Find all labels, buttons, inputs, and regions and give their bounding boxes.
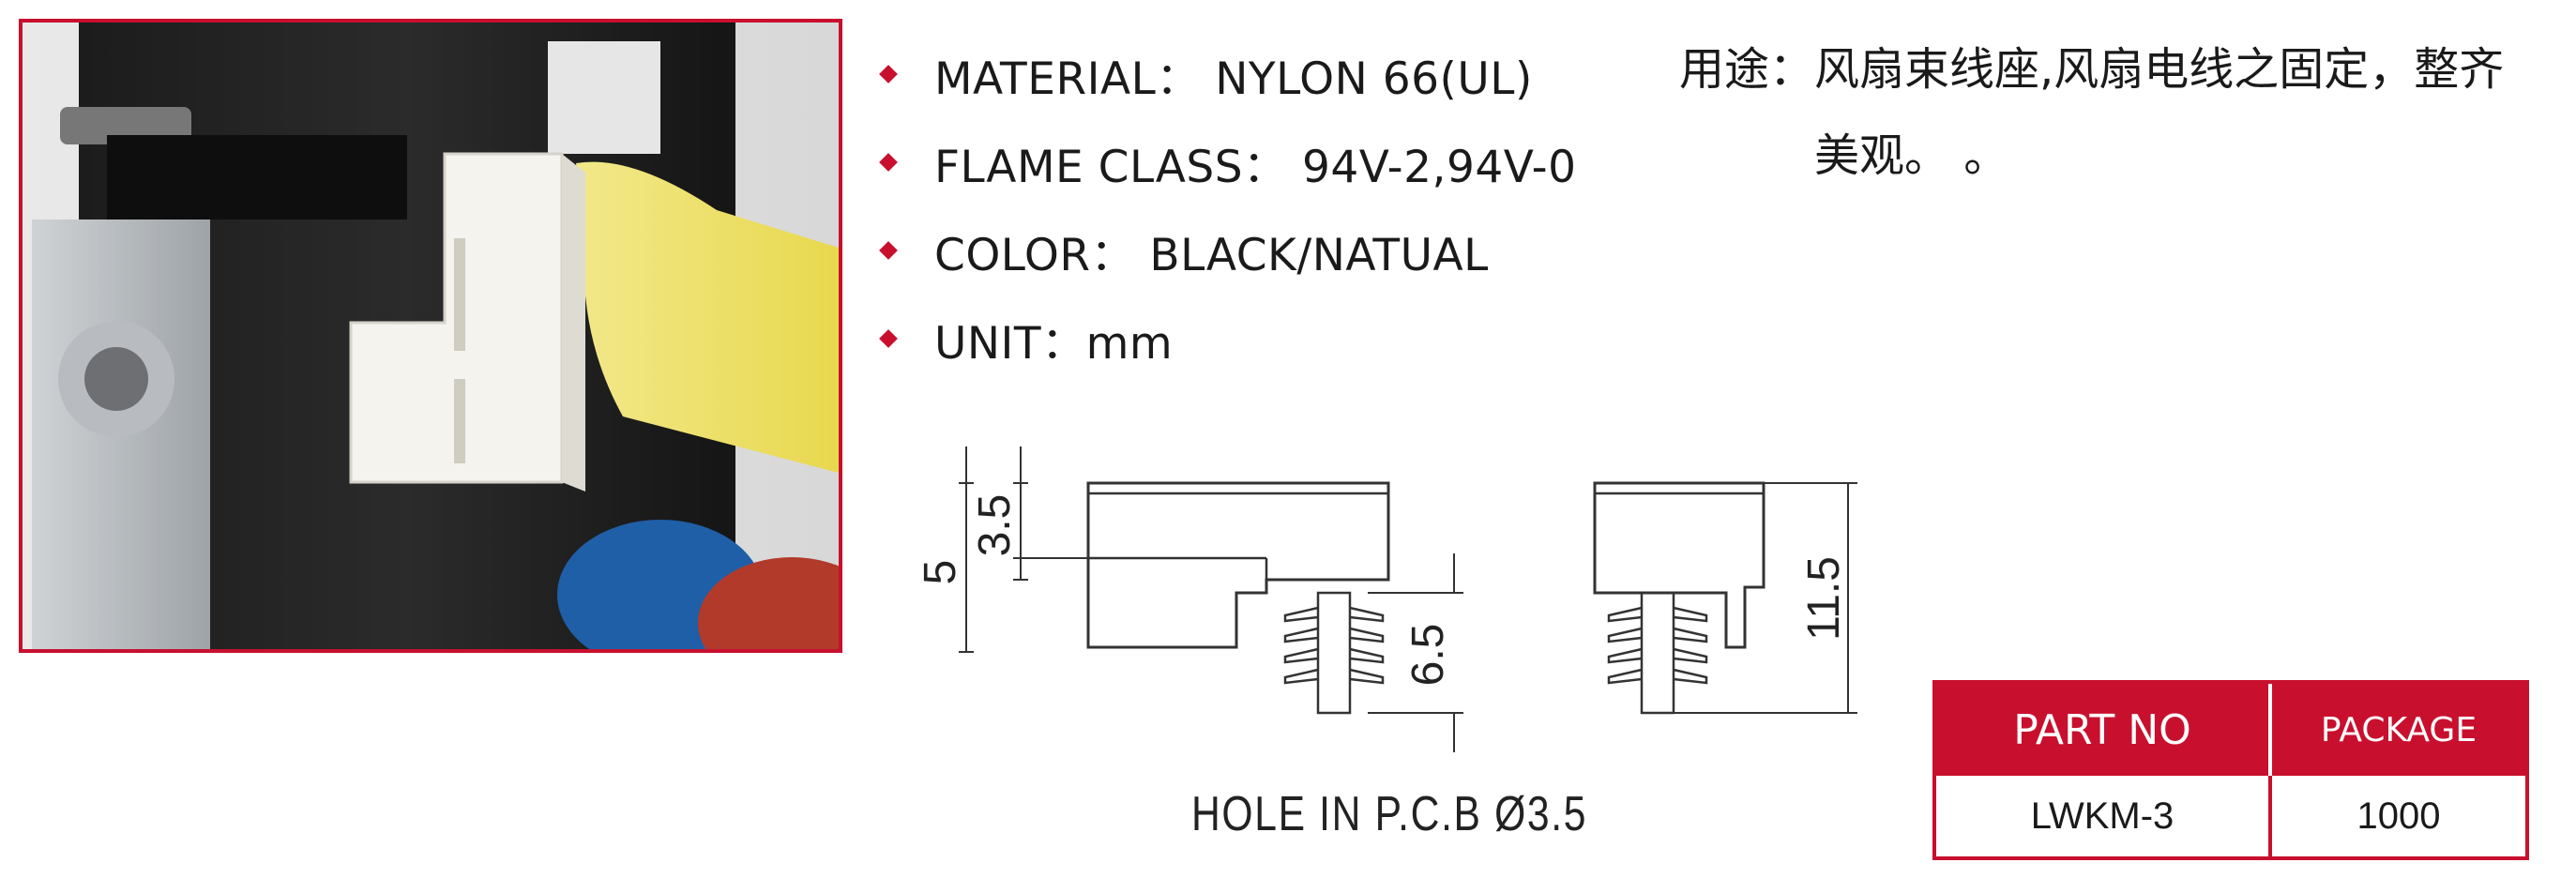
spec-unit: UNIT：mm <box>872 295 1577 383</box>
spec-text: FLAME CLASS： 94V-2,94V-0 <box>934 141 1577 193</box>
product-photo <box>19 19 842 653</box>
spec-text: MATERIAL： NYLON 66(UL) <box>934 53 1533 105</box>
front-view <box>1593 481 1857 715</box>
dim-6-5-label: 6.5 <box>1403 624 1453 687</box>
side-view <box>1086 481 1390 715</box>
technical-drawing-svg: 5 3.5 6.5 11.5 <box>916 446 1857 752</box>
spec-text: UNIT：mm <box>934 317 1174 370</box>
bullet-diamond-icon <box>879 329 898 348</box>
dim-3-5-label: 3.5 <box>970 494 1020 557</box>
table-header-row: PART NO PACKAGE <box>1936 684 2525 776</box>
dimension-lines-left <box>959 446 1463 752</box>
spec-color: COLOR： BLACK/NATUAL <box>872 206 1577 295</box>
spec-flame-class: FLAME CLASS： 94V-2,94V-0 <box>872 118 1577 206</box>
bullet-diamond-icon <box>879 241 898 260</box>
product-photo-illustration <box>23 23 839 649</box>
dim-5-label: 5 <box>916 560 965 585</box>
cell-package: 1000 <box>2356 795 2441 837</box>
spec-list: MATERIAL： NYLON 66(UL) FLAME CLASS： 94V-… <box>872 30 1577 383</box>
usage-text: 风扇束线座,风扇电线之固定，整齐美观。 。 <box>1814 43 2505 182</box>
spec-text: COLOR： BLACK/NATUAL <box>934 229 1489 281</box>
part-table: PART NO PACKAGE LWKM-3 1000 <box>1932 680 2529 860</box>
technical-drawing: 5 3.5 6.5 11.5 <box>901 422 1914 872</box>
header-package: PACKAGE <box>2272 684 2525 776</box>
usage-label: 用途： <box>1679 43 1815 96</box>
hole-note: HOLE IN P.C.B Ø3.5 <box>1191 787 1588 841</box>
cell-part-no: LWKM-3 <box>1936 776 2272 856</box>
dim-11-5-label: 11.5 <box>1799 556 1849 641</box>
usage-description: 用途： 风扇束线座,风扇电线之固定，整齐美观。 。 <box>1679 26 2527 199</box>
header-part-no: PART NO <box>1936 684 2272 776</box>
bullet-diamond-icon <box>879 153 898 172</box>
spec-material: MATERIAL： NYLON 66(UL) <box>872 30 1577 118</box>
bullet-diamond-icon <box>879 65 898 83</box>
table-row: LWKM-3 1000 <box>1936 776 2525 856</box>
